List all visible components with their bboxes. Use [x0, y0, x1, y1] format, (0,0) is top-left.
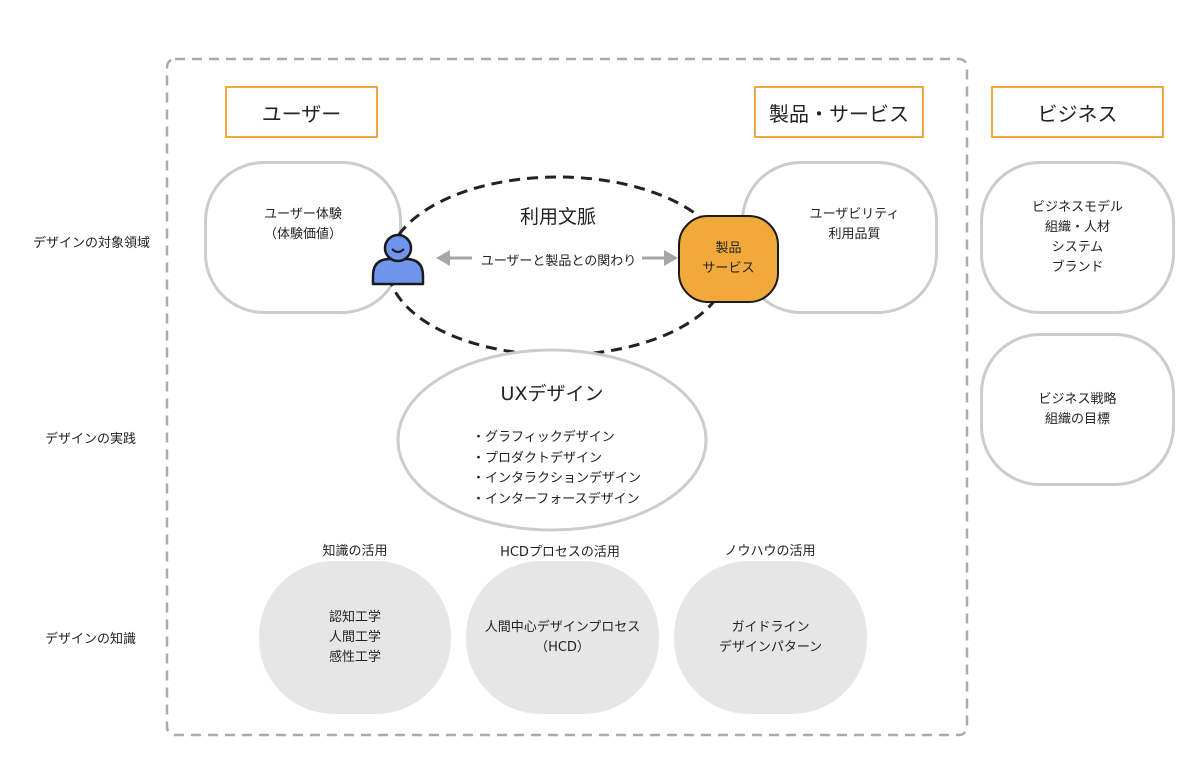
ux-design-title: UXデザイン — [500, 383, 604, 405]
knowledge-pill-3: ガイドライン デザインパターン — [674, 561, 867, 714]
knowledge-2-line-2: （HCD） — [535, 639, 590, 655]
user-experience-line-1: ユーザー体験 — [264, 206, 342, 222]
business-strategy-pill: ビジネス戦略 組織の目標 — [980, 333, 1175, 486]
knowledge-3-line-2: デザインパターン — [718, 639, 823, 655]
product-service-node: 製品 サービス — [678, 215, 779, 303]
header-user: ユーザー — [225, 86, 378, 138]
knowledge-3-line-1: ガイドライン — [731, 619, 810, 635]
knowledge-2-line-1: 人間中心デザインプロセス — [484, 619, 641, 635]
ux-design-list: ・グラフィックデザイン ・プロダクトデザイン ・インタラクションデザイン ・イン… — [472, 428, 641, 510]
header-product-service: 製品・サービス — [754, 86, 924, 138]
row-label-knowledge: デザインの知識 — [45, 632, 137, 647]
row-label-target: デザインの対象領域 — [33, 236, 151, 251]
knowledge-label-3: ノウハウの活用 — [724, 544, 816, 559]
product-node-line-2: サービス — [702, 261, 755, 276]
business-model-line-1: ビジネスモデル — [1031, 199, 1123, 215]
user-experience-pill: ユーザー体験 （体験価値） — [204, 161, 402, 314]
business-model-pill: ビジネスモデル 組織・人材 システム ブランド — [980, 161, 1175, 314]
ux-design-item: ・インターフォースデザイン — [472, 491, 640, 507]
ux-design-item: ・インタラクションデザイン — [472, 471, 642, 486]
usability-line-1: ユーザビリティ — [809, 206, 900, 222]
knowledge-label-1: 知識の活用 — [322, 544, 388, 559]
knowledge-label-2: HCDプロセスの活用 — [500, 545, 620, 560]
row-label-practice: デザインの実践 — [45, 432, 137, 447]
user-experience-line-2: （体験価値） — [263, 226, 342, 242]
relation-label: ユーザーと製品との関わり — [480, 254, 637, 269]
business-strategy-line-2: 組織の目標 — [1044, 411, 1110, 427]
business-model-line-3: システム — [1051, 239, 1104, 255]
knowledge-1-line-3: 感性工学 — [328, 649, 381, 665]
user-icon — [371, 233, 425, 286]
knowledge-1-line-1: 認知工学 — [328, 609, 381, 625]
business-model-line-4: ブランド — [1051, 259, 1104, 275]
business-strategy-line-1: ビジネス戦略 — [1038, 391, 1117, 407]
ux-design-item: ・グラフィックデザイン — [472, 430, 615, 445]
usability-line-2: 利用品質 — [828, 226, 881, 242]
knowledge-1-line-2: 人間工学 — [328, 629, 381, 645]
knowledge-pill-2: 人間中心デザインプロセス （HCD） — [466, 561, 659, 714]
ux-design-item: ・プロダクトデザイン — [472, 450, 603, 466]
knowledge-pill-1: 認知工学 人間工学 感性工学 — [259, 561, 451, 714]
header-business: ビジネス — [991, 86, 1164, 138]
relation-arrow — [436, 250, 678, 266]
business-model-line-2: 組織・人材 — [1044, 219, 1110, 235]
product-node-line-1: 製品 — [715, 241, 742, 256]
context-title: 利用文脈 — [519, 206, 596, 228]
